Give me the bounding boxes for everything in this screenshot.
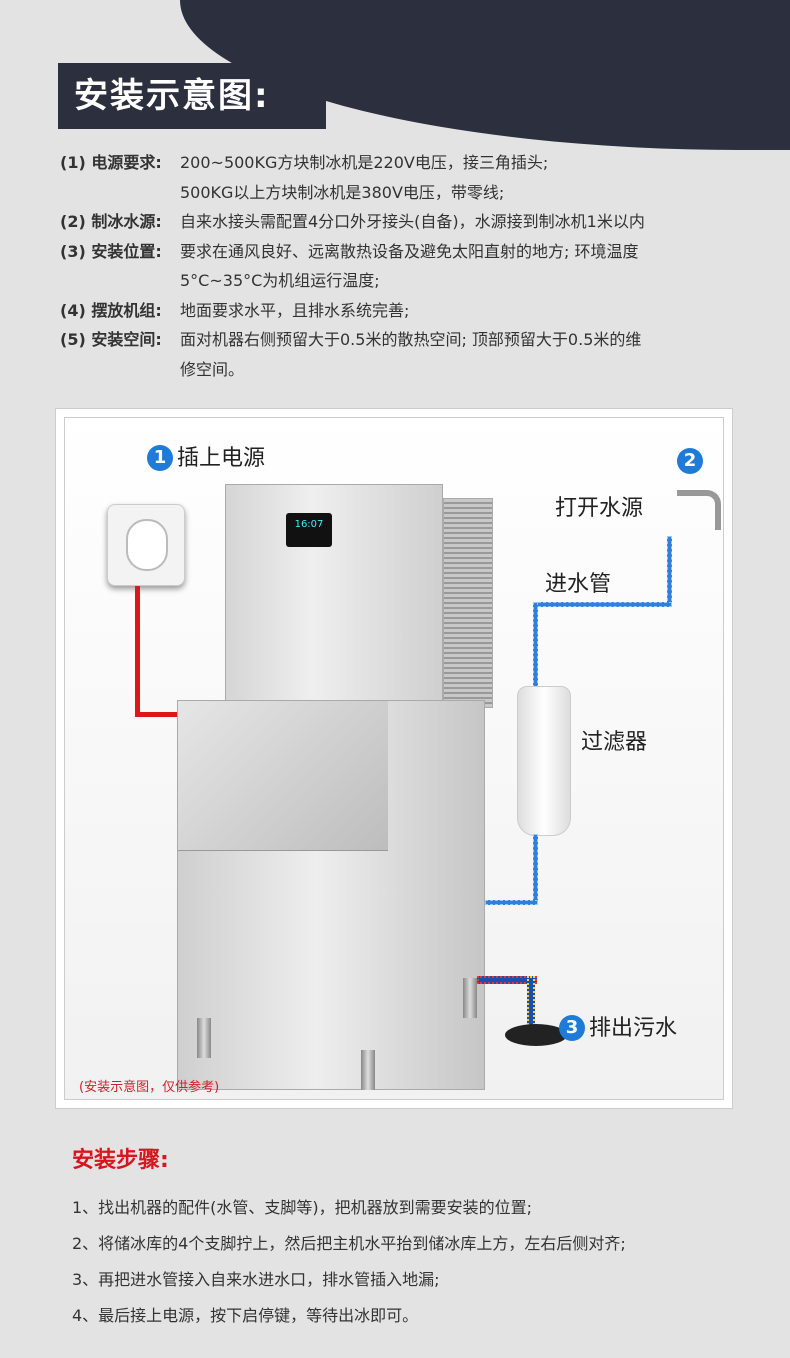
- step3-badge: 3: [559, 1015, 585, 1041]
- panel-display: 16:07: [294, 519, 324, 530]
- step2-badge-wrap: 2: [677, 448, 707, 474]
- inlet-pipe: [667, 536, 672, 606]
- inlet-pipe: [533, 602, 672, 607]
- requirement-label: (5) 安装空间:: [60, 330, 162, 349]
- steps-heading: 安装步骤:: [72, 1148, 169, 1173]
- requirement-text: 5°C~35°C为机组运行温度;: [180, 271, 380, 290]
- step3-text: 排出污水: [589, 1016, 678, 1041]
- step2-label: 打开水源: [555, 496, 644, 521]
- diagram-note: (安装示意图，仅供参考): [79, 1080, 220, 1095]
- floor-drain-icon: [505, 1024, 567, 1046]
- requirement-text: 200~500KG方块制冰机是220V电压，接三角插头;: [180, 153, 549, 172]
- bin-lid: [178, 701, 388, 851]
- power-cable: [135, 586, 140, 716]
- requirement-text: 自来水接头需配置4分口外牙接头(自备)，水源接到制冰机1米以内: [180, 212, 645, 231]
- requirements-list: (1) 电源要求: 200~500KG方块制冰机是220V电压，接三角插头; 50…: [60, 148, 740, 384]
- step-item: 2、将储冰库的4个支脚拧上，然后把主机水平抬到储冰库上方，左右后侧对齐;: [72, 1234, 626, 1253]
- inlet-pipe: [533, 834, 538, 904]
- step-item: 4、最后接上电源，按下启停键，等待出冰即可。: [72, 1306, 419, 1325]
- inlet-pipe-label: 进水管: [545, 572, 612, 597]
- requirement-space: (5) 安装空间: 面对机器右侧预留大于0.5米的散热空间; 顶部预留大于0.5米…: [60, 325, 740, 355]
- step-item: 3、再把进水管接入自来水进水口，排水管插入地漏;: [72, 1270, 440, 1289]
- support-leg: [197, 1018, 211, 1058]
- requirement-power: (1) 电源要求: 200~500KG方块制冰机是220V电压，接三角插头;: [60, 148, 740, 178]
- filter-label: 过滤器: [581, 730, 648, 755]
- requirement-text: 地面要求水平，且排水系统完善;: [180, 300, 410, 320]
- installation-steps: 安装步骤: 1、找出机器的配件(水管、支脚等)，把机器放到需要安装的位置; 2、…: [72, 1142, 752, 1334]
- step-item: 1、找出机器的配件(水管、支脚等)，把机器放到需要安装的位置;: [72, 1198, 533, 1217]
- requirement-label: (2) 制冰水源:: [60, 212, 162, 231]
- water-tap-icon: [677, 490, 721, 530]
- requirement-text: 500KG以上方块制冰机是380V电压，带零线;: [180, 182, 505, 202]
- inlet-pipe: [485, 900, 538, 905]
- requirement-placement: (4) 摆放机组: 地面要求水平，且排水系统完善;: [60, 296, 740, 326]
- ice-machine-head: 16:07: [225, 484, 443, 710]
- requirement-text: 修空间。: [180, 359, 245, 379]
- support-leg: [463, 978, 477, 1018]
- plug-icon: [126, 519, 168, 571]
- requirement-text: 要求在通风良好、远离散热设备及避免太阳直射的地方; 环境温度: [180, 241, 639, 261]
- ice-storage-bin: [177, 700, 485, 1090]
- requirement-text: 面对机器右侧预留大于0.5米的散热空间; 顶部预留大于0.5米的维: [180, 330, 642, 349]
- requirement-location: (3) 安装位置: 要求在通风良好、远离散热设备及避免太阳直射的地方; 环境温度: [60, 237, 740, 267]
- requirement-label: (1) 电源要求:: [60, 153, 162, 172]
- page-title: 安装示意图:: [58, 63, 326, 129]
- control-panel: 16:07: [286, 513, 332, 547]
- inlet-pipe: [533, 602, 538, 688]
- wall-socket-icon: [107, 504, 185, 586]
- requirement-label: (3) 安装位置:: [60, 241, 162, 261]
- support-leg: [361, 1050, 375, 1090]
- requirement-water: (2) 制冰水源: 自来水接头需配置4分口外牙接头(自备)，水源接到制冰机1米以内: [60, 207, 740, 237]
- step2-badge: 2: [677, 448, 703, 474]
- drain-pipe: [527, 976, 535, 1028]
- step1-badge: 1: [147, 445, 173, 471]
- water-filter: [517, 686, 571, 836]
- step1-text: 插上电源: [177, 446, 266, 471]
- drain-pipe: [477, 976, 537, 984]
- requirement-label: (4) 摆放机组:: [60, 300, 162, 320]
- vent-grille: [443, 498, 493, 708]
- power-cable: [135, 712, 195, 717]
